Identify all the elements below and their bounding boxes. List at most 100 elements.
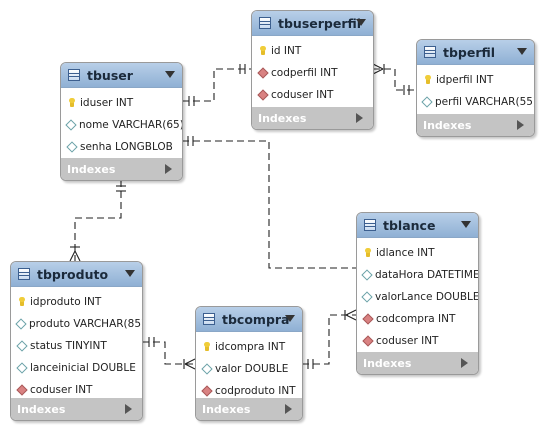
column-row[interactable]: perfil VARCHAR(55) [417, 91, 534, 113]
many-marker [372, 63, 385, 75]
table-header[interactable]: tbuser [61, 63, 182, 88]
column-row[interactable]: nome VARCHAR(65) [61, 114, 182, 136]
table-name: tbuser [87, 67, 133, 83]
column-icon [421, 96, 433, 108]
expand-arrow-icon[interactable] [285, 404, 292, 414]
column-label: idlance INT [376, 247, 435, 259]
column-row[interactable]: idproduto INT [11, 291, 142, 313]
indexes-section[interactable]: Indexes [357, 352, 478, 374]
primary-key-icon [18, 297, 25, 306]
table-tbuser[interactable]: tbuser iduser INT nome VARCHAR(65) senha… [60, 62, 183, 181]
table-icon [364, 219, 376, 231]
expand-arrow-icon[interactable] [461, 358, 468, 368]
expand-arrow-icon[interactable] [356, 113, 363, 123]
table-tbproduto[interactable]: tbproduto idproduto INT produto VARCHAR(… [10, 261, 143, 421]
column-label: idcompra INT [215, 341, 286, 353]
indexes-label: Indexes [363, 356, 412, 370]
primary-key-icon [203, 342, 210, 351]
column-label: valorLance DOUBLE [375, 291, 479, 303]
one-mandatory-marker [307, 359, 314, 369]
column-row[interactable]: coduser INT [252, 84, 373, 106]
table-icon [424, 46, 436, 58]
column-row[interactable]: senha LONGBLOB [61, 136, 182, 158]
collapse-arrow-icon[interactable] [285, 315, 295, 322]
relationship-tbuser-tblance [182, 140, 356, 269]
primary-key-icon [424, 75, 431, 84]
table-tbuserperfil[interactable]: tbuserperfil id INT codperfil INT coduse… [251, 10, 374, 130]
column-row[interactable]: coduser INT [11, 379, 142, 401]
column-row[interactable]: id INT [252, 40, 373, 62]
foreign-key-icon [361, 313, 374, 325]
column-row[interactable]: valor DOUBLE [196, 358, 302, 380]
expand-arrow-icon[interactable] [517, 120, 524, 130]
table-name: tbperfil [443, 44, 496, 60]
indexes-label: Indexes [67, 162, 116, 176]
table-tbcompra[interactable]: tbcompra idcompra INT valor DOUBLE codpr… [195, 306, 303, 421]
expand-arrow-icon[interactable] [165, 164, 172, 174]
table-name: tblance [383, 217, 436, 233]
indexes-section[interactable]: Indexes [61, 158, 182, 180]
indexes-label: Indexes [17, 402, 66, 416]
collapse-arrow-icon[interactable] [125, 270, 135, 277]
expand-arrow-icon[interactable] [125, 404, 132, 414]
column-row[interactable]: idperfil INT [417, 69, 534, 91]
indexes-section[interactable]: Indexes [252, 107, 373, 129]
foreign-key-icon [256, 89, 269, 101]
table-header[interactable]: tbuserperfil [252, 11, 373, 36]
indexes-section[interactable]: Indexes [196, 398, 302, 420]
column-row[interactable]: idlance INT [357, 242, 478, 264]
column-icon [15, 318, 27, 330]
column-row[interactable]: produto VARCHAR(85) [11, 313, 142, 335]
foreign-key-icon [361, 335, 374, 347]
column-icon [15, 340, 28, 352]
collapse-arrow-icon[interactable] [461, 221, 471, 228]
column-row[interactable]: lanceinicial DOUBLE [11, 357, 142, 379]
table-header[interactable]: tblance [357, 213, 478, 238]
column-row[interactable]: iduser INT [61, 92, 182, 114]
table-name: tbproduto [37, 266, 109, 282]
column-label: nome VARCHAR(65) [79, 119, 183, 131]
table-tbperfil[interactable]: tbperfil idperfil INT perfil VARCHAR(55)… [416, 39, 535, 137]
one-mandatory-marker [187, 136, 194, 146]
table-name: tbcompra [222, 311, 290, 327]
column-label: dataHora DATETIME [375, 269, 479, 281]
column-label: status TINYINT [30, 340, 107, 352]
column-label: coduser INT [271, 89, 334, 101]
column-row[interactable]: status TINYINT [11, 335, 142, 357]
column-row[interactable]: codperfil INT [252, 62, 373, 84]
collapse-arrow-icon[interactable] [165, 71, 175, 78]
many-marker [69, 246, 81, 262]
primary-key-icon [68, 98, 75, 107]
column-row[interactable]: codcompra INT [357, 308, 478, 330]
many-marker [183, 358, 196, 370]
one-mandatory-marker [403, 85, 410, 95]
column-icon [200, 363, 213, 375]
column-row[interactable]: dataHora DATETIME [357, 264, 478, 286]
column-icon [65, 141, 78, 153]
column-row[interactable]: coduser INT [357, 330, 478, 352]
table-header[interactable]: tbproduto [11, 262, 142, 287]
one-mandatory-marker [148, 337, 155, 347]
column-row[interactable]: valorLance DOUBLE [357, 286, 478, 308]
column-label: senha LONGBLOB [80, 141, 173, 153]
column-label: idperfil INT [436, 74, 494, 86]
primary-key-icon [259, 46, 266, 55]
column-label: valor DOUBLE [215, 363, 289, 375]
column-icon [65, 119, 77, 131]
column-row[interactable]: idcompra INT [196, 336, 302, 358]
one-mandatory-marker [188, 96, 195, 106]
table-header[interactable]: tbcompra [196, 307, 302, 332]
relationship-tbcompra-tblance [302, 314, 356, 365]
table-tblance[interactable]: tblance idlance INT dataHora DATETIME va… [356, 212, 479, 375]
collapse-arrow-icon[interactable] [517, 48, 527, 55]
table-header[interactable]: tbperfil [417, 40, 534, 65]
one-mandatory-marker [116, 185, 126, 192]
indexes-section[interactable]: Indexes [417, 114, 534, 136]
foreign-key-icon [256, 67, 269, 79]
indexes-section[interactable]: Indexes [11, 398, 142, 420]
column-row[interactable]: codproduto INT [196, 380, 302, 402]
collapse-arrow-icon[interactable] [356, 19, 366, 26]
table-icon [203, 313, 215, 325]
